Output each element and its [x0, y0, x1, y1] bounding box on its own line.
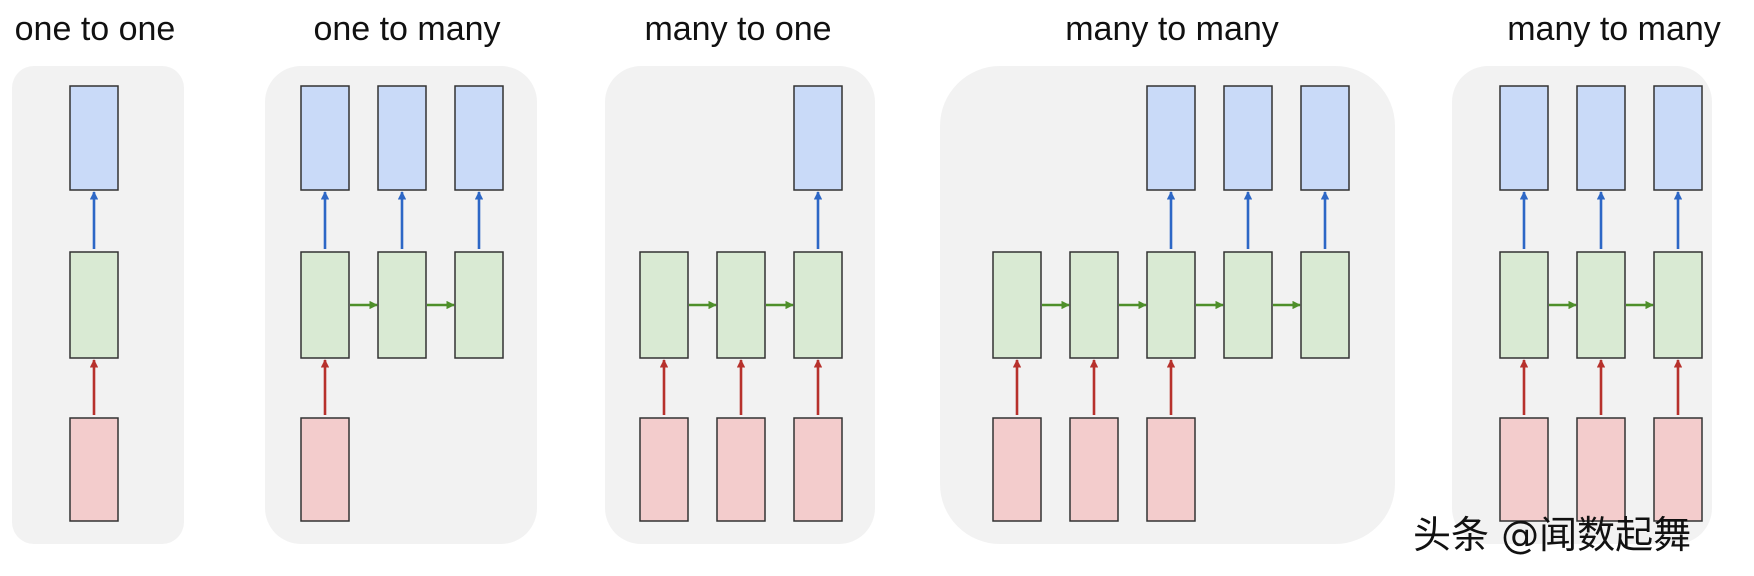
hidden-state-box: [300, 251, 350, 359]
hidden-state-box: [1499, 251, 1549, 359]
input-box: [1653, 417, 1703, 522]
input-box: [716, 417, 766, 522]
input-box: [300, 417, 350, 522]
output-box: [1223, 85, 1273, 191]
output-box: [300, 85, 350, 191]
input-box: [1576, 417, 1626, 522]
input-box: [1069, 417, 1119, 522]
hidden-state-box: [639, 251, 689, 359]
watermark-text: 头条 @闻数起舞: [1413, 513, 1691, 557]
panel-title: many to many: [1065, 10, 1279, 48]
panel-title: many to one: [644, 10, 831, 48]
output-box: [377, 85, 427, 191]
panel-title: one to one: [15, 10, 176, 48]
hidden-state-box: [793, 251, 843, 359]
panel-title: one to many: [313, 10, 500, 48]
output-box: [1146, 85, 1196, 191]
hidden-state-box: [992, 251, 1042, 359]
output-box: [1499, 85, 1549, 191]
hidden-state-box: [1146, 251, 1196, 359]
hidden-state-box: [454, 251, 504, 359]
output-box: [69, 85, 119, 191]
hidden-state-box: [1653, 251, 1703, 359]
output-box: [1300, 85, 1350, 191]
input-box: [1146, 417, 1196, 522]
output-box: [454, 85, 504, 191]
input-box: [639, 417, 689, 522]
input-box: [992, 417, 1042, 522]
input-box: [1499, 417, 1549, 522]
input-box: [793, 417, 843, 522]
hidden-state-box: [716, 251, 766, 359]
hidden-state-box: [1223, 251, 1273, 359]
hidden-state-box: [1576, 251, 1626, 359]
output-box: [793, 85, 843, 191]
panel-title: many to many: [1507, 10, 1721, 48]
hidden-state-box: [1069, 251, 1119, 359]
input-box: [69, 417, 119, 522]
hidden-state-box: [1300, 251, 1350, 359]
hidden-state-box: [377, 251, 427, 359]
output-box: [1576, 85, 1626, 191]
output-box: [1653, 85, 1703, 191]
rnn-cells: [69, 85, 1703, 522]
hidden-state-box: [69, 251, 119, 359]
